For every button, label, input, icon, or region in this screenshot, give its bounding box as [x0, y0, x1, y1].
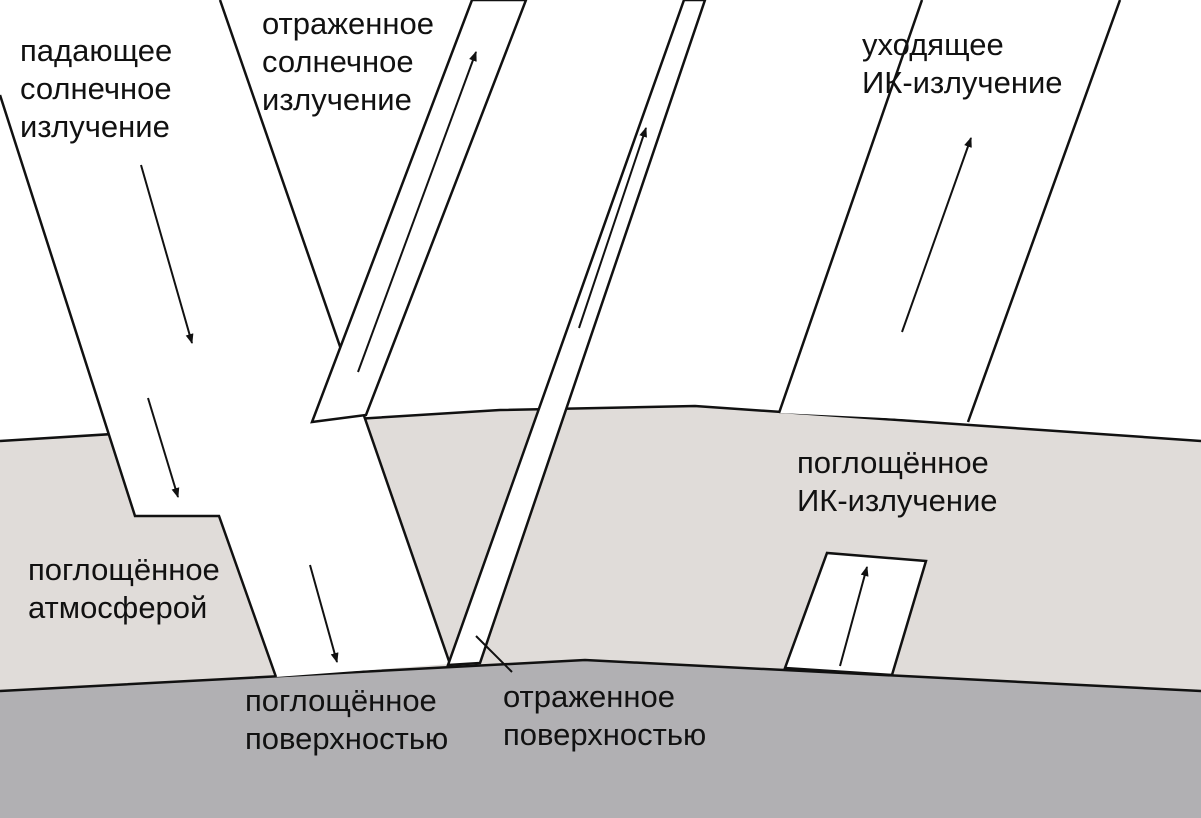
label-absorbed-surface: поглощённое поверхностью [245, 683, 449, 756]
surface-reflected-beam [446, 0, 707, 667]
outgoing-ir-right-edge [966, 0, 1122, 423]
reflected-solar-beam [310, 0, 528, 424]
outgoing-ir-beam [779, 0, 1120, 422]
outgoing-ir-left-edge [777, 0, 924, 414]
label-incoming-solar: падающее солнечное излучение [20, 33, 173, 144]
incoming-beam-left-edge [0, 94, 278, 678]
incoming-beam-right-edge [218, 0, 452, 665]
incoming-arrow-3 [309, 564, 339, 663]
label-absorbed-ir: поглощённое ИК-излучение [797, 445, 998, 518]
incoming-solar-beam [0, 0, 450, 677]
reflected-solar-arrow [357, 51, 477, 373]
surface-reflected-leader [475, 635, 513, 673]
absorbed-ir-beam [783, 551, 928, 677]
label-absorbed-atmosphere: поглощённое атмосферой [28, 552, 220, 625]
label-reflected-solar: отраженное солнечное излучение [262, 6, 434, 117]
outgoing-ir-arrow [901, 137, 972, 333]
label-outgoing-ir: уходящее ИК-излучение [862, 27, 1063, 100]
incoming-arrow-1 [140, 164, 194, 344]
surface-reflected-arrow [578, 127, 647, 329]
label-reflected-surface: отраженное поверхностью [503, 679, 707, 752]
surface-layer [0, 660, 1201, 818]
incoming-arrow-2 [147, 397, 180, 498]
absorbed-ir-arrow [839, 566, 869, 667]
surface-boundary-line [0, 658, 1201, 693]
